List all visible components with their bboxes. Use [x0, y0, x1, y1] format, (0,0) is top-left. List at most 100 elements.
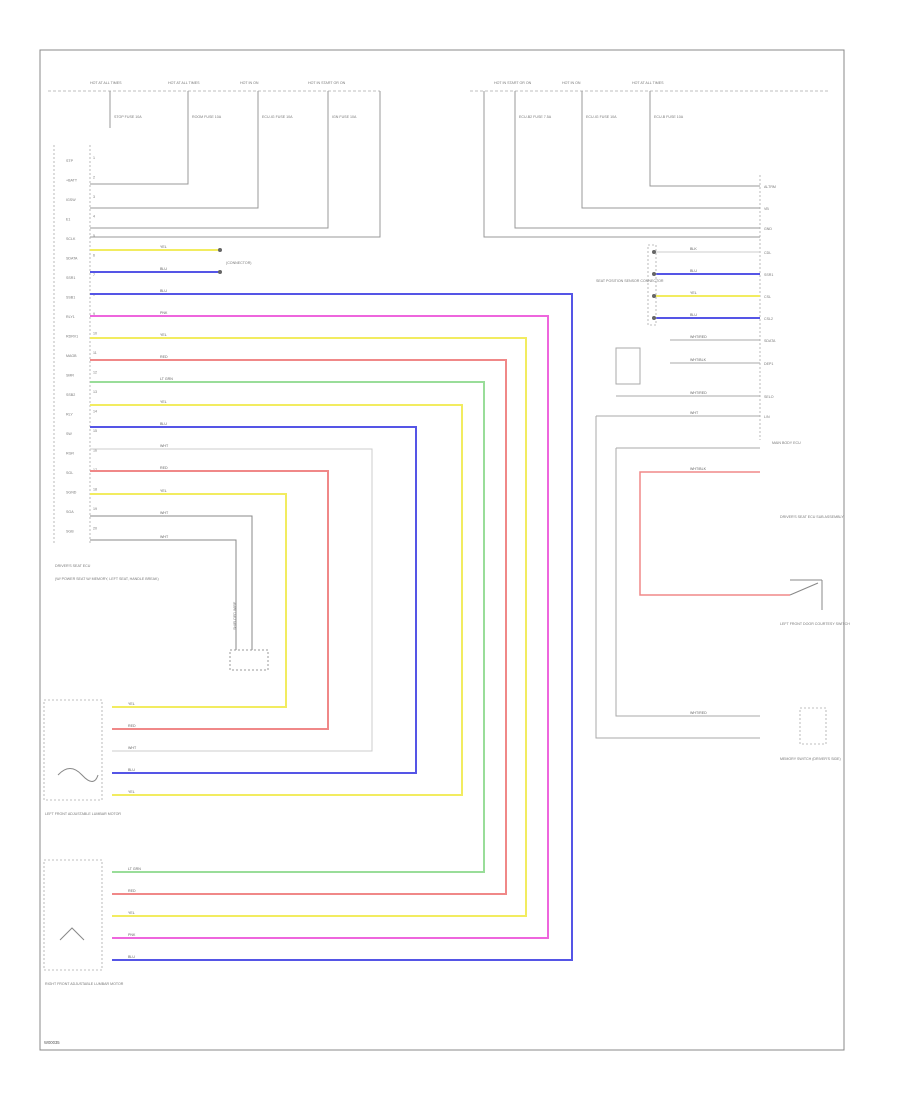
left-pin-label: STP [66, 159, 74, 163]
wire-color-label: WHT/BLK [690, 358, 707, 362]
motor-wire-label: PNK [128, 933, 136, 937]
motor-wire-label: WHT [128, 746, 137, 750]
left-pin-label: SSB2 [66, 393, 75, 397]
right-gray-wires [595, 339, 760, 739]
wire-color-label: WHT [690, 411, 699, 415]
right-module-wire-labels: BLKBLUYELBLUWHT/REDWHT/BLKWHT/REDWHTWHT/… [690, 247, 707, 715]
left-pin-label: SGA [66, 510, 74, 514]
left-connector-note: (CONNECTOR) [226, 261, 252, 265]
left-module-title: DRIVER'S SEAT ECU [55, 564, 91, 568]
wire-color-label: PNK [160, 311, 168, 315]
long-wires [90, 293, 573, 961]
wire-color-label: BLU [690, 269, 697, 273]
left-pin-label: SCLK [66, 237, 76, 241]
left-pin-label: E1 [66, 218, 70, 222]
right-side-label: LEFT FRONT DOOR COURTESY SWITCH [780, 622, 850, 626]
left-pin-label: SW [66, 432, 72, 436]
motor-wire-label: YEL [128, 790, 135, 794]
left-pin-label: MAGB [66, 354, 77, 358]
left-pin-number: 7 [93, 273, 95, 277]
left-pin-label: SSB1 [66, 296, 75, 300]
left-pin-label: SSR1 [66, 276, 75, 280]
left-pin-number: 9 [93, 312, 95, 316]
left-module-pin-list: STP1+BATT2IGSW3E14SCLK5SDATA6SSR17SSB18R… [66, 156, 97, 534]
wire-color-label: WHT/RED [690, 711, 707, 715]
right-pin-label: GND [764, 227, 772, 231]
right-pin-label: DEP1 [764, 362, 773, 366]
right-motor-title: RIGHT FRONT ADJUSTABLE LUMBAR MOTOR [45, 982, 124, 986]
wire-color-label: WHT/BLK [690, 467, 707, 471]
wire-color-label: YEL [690, 291, 697, 295]
wire-color-label: WHT/RED [690, 391, 707, 395]
left-pin-label: SMR [66, 374, 74, 378]
left-pin-number: 10 [93, 332, 97, 336]
left-fuse-texts: HOT AT ALL TIMES HOT AT ALL TIMES HOT IN… [90, 81, 357, 119]
left-pin-number: 6 [93, 254, 95, 258]
left-pin-number: 18 [93, 488, 97, 492]
motor-wire-label: LT GRN [128, 867, 141, 871]
wire-color-label: BLU [160, 422, 167, 426]
wire-color-label: WHT/RED [690, 335, 707, 339]
right-module-title: MAIN BODY ECU [772, 441, 801, 445]
right-pin-label: L/N [764, 415, 770, 419]
left-pin-label: +BATT [66, 179, 78, 183]
wire-color-label: WHT [160, 535, 169, 539]
right-pin-label: CSL2 [764, 317, 773, 321]
fuse-name: STOP FUSE 10A [114, 115, 142, 119]
left-pin-number: 16 [93, 449, 97, 453]
wire-color-label: WHT [160, 511, 169, 515]
wire-color-label: BLU [690, 313, 697, 317]
courtesy-switch-wire [639, 471, 790, 596]
left-pin-number: 1 [93, 156, 95, 160]
diagram-code: W00035 [44, 1040, 60, 1045]
motor-wire-label: YEL [128, 702, 135, 706]
left-motor-title: LEFT FRONT ADJUSTABLE LUMBAR MOTOR [45, 812, 121, 816]
left-fuse-block [90, 91, 381, 238]
left-pin-label: SGL [66, 471, 73, 475]
left-pin-number: 11 [93, 351, 97, 355]
left-pin-number: 3 [93, 195, 95, 199]
fuse-hot-label: HOT IN START OR ON [494, 81, 532, 85]
right-pin-label: SDATA [764, 339, 776, 343]
left-pin-label: SGB [66, 530, 74, 534]
shielded-wire-note: SHIELDED WIRE [233, 601, 237, 630]
right-motor: LT GRN RED YEL PNK BLU RIGHT FRONT ADJUSTABL… [43, 859, 141, 986]
diagram-frame [39, 49, 845, 1051]
wire-color-label: YEL [160, 245, 167, 249]
wire-color-label: RED [160, 466, 168, 470]
fuse-hot-label: HOT IN ON [562, 81, 581, 85]
left-pin-number: 20 [93, 527, 97, 531]
fuse-name: ECU-IG FUSE 10A [586, 115, 617, 119]
left-pin-number: 14 [93, 410, 97, 414]
shielded-wires [90, 515, 269, 671]
left-connector-stubs [90, 248, 222, 274]
right-pin-label: SSR1 [764, 273, 773, 277]
right-connector-title: SEAT POSITION SENSOR CONNECTOR [596, 279, 664, 283]
left-pin-label: RDRV1 [66, 335, 78, 339]
left-pin-label: SGND [66, 491, 77, 495]
right-module: ALTRMVBGNDCDLSSR1CSLCSL2SDATADEP1SELOL/N… [759, 175, 801, 445]
left-module-subtitle: (W/ POWER SEAT W/ MEMORY, LEFT SEAT, HAN… [55, 577, 159, 581]
wire-color-label: RED [160, 355, 168, 359]
wire-color-label: WHT [160, 444, 169, 448]
right-pin-label: ALTRM [764, 185, 776, 189]
left-pin-number: 4 [93, 215, 95, 219]
fuse-hot-label: HOT AT ALL TIMES [90, 81, 122, 85]
right-motor-wire-labels: LT GRN RED YEL PNK BLU [128, 867, 141, 959]
motor-wire-label: YEL [128, 911, 135, 915]
motor-wire-label: RED [128, 889, 136, 893]
left-pin-number: 15 [93, 429, 97, 433]
motor-wire-label: BLU [128, 955, 135, 959]
fuse-hot-label: HOT AT ALL TIMES [632, 81, 664, 85]
fuse-name: IGN FUSE 10A [332, 115, 357, 119]
fuse-name: ECU-B FUSE 10A [654, 115, 684, 119]
left-pin-number: 19 [93, 507, 97, 511]
left-module: STP1+BATT2IGSW3E14SCLK5SDATA6SSR17SSB18R… [53, 145, 159, 581]
left-pin-label: RLY [66, 413, 73, 417]
fuse-name: ROOM FUSE 10A [192, 115, 222, 119]
fuse-name: ECU-IG FUSE 10A [262, 115, 293, 119]
